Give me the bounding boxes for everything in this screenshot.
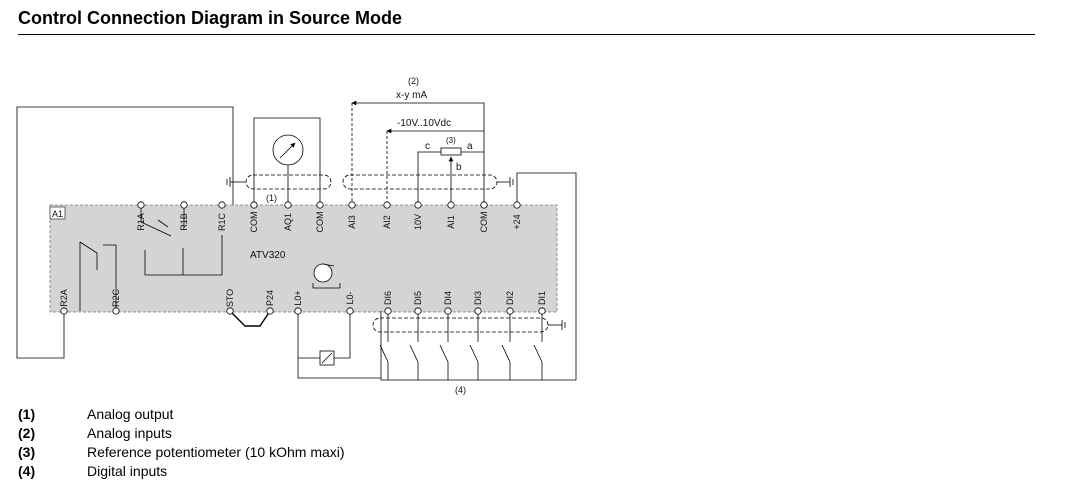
analog-input-wiring bbox=[351, 100, 485, 205]
terminal-label-r1c: R1C bbox=[217, 213, 227, 232]
switch-contact bbox=[501, 344, 511, 363]
relay-r2-contacts bbox=[79, 241, 117, 311]
page-title: Control Connection Diagram in Source Mod… bbox=[18, 8, 403, 28]
potentiometer bbox=[417, 147, 484, 205]
outer-wiring-loop bbox=[16, 106, 234, 359]
terminal-label-l0: L0+ bbox=[293, 290, 303, 305]
pot-pin-a: a bbox=[467, 141, 473, 152]
logic-output-coil bbox=[297, 263, 381, 379]
terminal-label-di2: DI2 bbox=[505, 291, 515, 305]
current-range-label: x-y mA bbox=[396, 90, 427, 101]
switch-contact bbox=[409, 344, 419, 363]
terminal-label-di4: DI4 bbox=[443, 291, 453, 305]
callout-potentiometer: (3) bbox=[446, 136, 456, 145]
footnote-text: Analog output bbox=[87, 406, 174, 422]
terminal-label-r2a: R2A bbox=[59, 289, 69, 307]
terminal-screw-l0 bbox=[294, 307, 302, 315]
terminal-label-24: +24 bbox=[512, 214, 522, 229]
terminal-screw-r2a bbox=[60, 307, 68, 315]
title-divider bbox=[18, 34, 1035, 35]
control-connection-diagram: A1 ATV320 (1) (2) x-y mA bbox=[16, 76, 577, 395]
pot-pin-c: c bbox=[425, 141, 430, 152]
terminal-screw-24 bbox=[513, 201, 521, 209]
terminal-label-r1a: R1A bbox=[136, 213, 146, 231]
terminal-label-10v: 10V bbox=[413, 214, 423, 230]
footnotes: (1) Analog output (2) Analog inputs (3) … bbox=[18, 405, 345, 481]
terminal-screw-di1 bbox=[538, 307, 546, 315]
sto-p24-jumper bbox=[229, 310, 271, 327]
terminal-screw-ai1 bbox=[447, 201, 455, 209]
terminal-label-ai2: AI2 bbox=[382, 215, 392, 229]
terminal-label-di3: DI3 bbox=[473, 291, 483, 305]
terminal-label-p24: P24 bbox=[265, 290, 275, 306]
callout-analog-output: (1) bbox=[266, 193, 277, 203]
terminal-label-ai3: AI3 bbox=[347, 215, 357, 229]
callout-digital-inputs: (4) bbox=[455, 385, 466, 395]
voltage-range-label: -10V..10Vdc bbox=[397, 118, 451, 129]
switch-contact bbox=[379, 344, 389, 363]
terminal-row-top: R1A R1B R1C COM AQ1 COM AI3 AI2 10V AI1 COM +24 bbox=[136, 201, 522, 233]
terminal-label-r1b: R1B bbox=[179, 213, 189, 231]
footnote-text: Analog inputs bbox=[87, 425, 172, 441]
switch-contact bbox=[439, 344, 449, 363]
terminal-screw-p24 bbox=[266, 307, 274, 315]
terminal-screw-com bbox=[316, 201, 324, 209]
drive-tag: A1 bbox=[52, 209, 63, 219]
terminal-screw-l0 bbox=[346, 307, 354, 315]
terminal-row-bottom: R2A R2C STO P24 L0+ L0- DI6 DI5 DI4 DI3 DI2 DI1 bbox=[59, 289, 547, 315]
footnote-4: (4) Digital inputs bbox=[18, 462, 345, 481]
terminal-screw-com bbox=[250, 201, 258, 209]
terminal-label-di1: DI1 bbox=[537, 291, 547, 305]
footnote-2: (2) Analog inputs bbox=[18, 424, 345, 443]
footnote-marker: (3) bbox=[18, 444, 36, 460]
terminal-label-aq1: AQ1 bbox=[283, 213, 293, 231]
pot-pin-b: b bbox=[456, 162, 462, 173]
terminal-screw-com bbox=[480, 201, 488, 209]
terminal-screw-ai2 bbox=[383, 201, 391, 209]
terminal-label-r2c: R2C bbox=[111, 289, 121, 308]
terminal-screw-aq1 bbox=[284, 201, 292, 209]
terminal-screw-r1c bbox=[218, 201, 226, 209]
terminal-screw-r2c bbox=[112, 307, 120, 315]
terminal-screw-di5 bbox=[414, 307, 422, 315]
footnote-text: Reference potentiometer (10 kOhm maxi) bbox=[87, 444, 345, 460]
terminal-label-com: COM bbox=[249, 212, 259, 233]
footnote-marker: (2) bbox=[18, 425, 36, 441]
drive-body bbox=[49, 204, 558, 313]
terminal-label-sto: STO bbox=[225, 289, 235, 307]
drive-model-label: ATV320 bbox=[250, 250, 286, 261]
footnote-text: Digital inputs bbox=[87, 463, 168, 479]
terminal-label-di6: DI6 bbox=[383, 291, 393, 305]
terminal-screw-r1b bbox=[180, 201, 188, 209]
drive-tag-box bbox=[49, 206, 66, 220]
switch-contact bbox=[533, 344, 543, 363]
digital-input-switches bbox=[379, 311, 543, 380]
footnote-marker: (1) bbox=[18, 406, 36, 422]
terminal-screw-di6 bbox=[384, 307, 392, 315]
footnote-marker: (4) bbox=[18, 463, 36, 479]
terminal-screw-10v bbox=[414, 201, 422, 209]
supply-24v-loop bbox=[380, 172, 577, 381]
terminal-screw-di4 bbox=[444, 307, 452, 315]
footnote-1: (1) Analog output bbox=[18, 405, 345, 424]
terminal-label-ai1: AI1 bbox=[446, 215, 456, 229]
switch-contact bbox=[469, 344, 479, 363]
terminal-label-com: COM bbox=[479, 212, 489, 233]
analog-output-meter bbox=[253, 117, 321, 205]
callout-analog-inputs: (2) bbox=[408, 76, 419, 86]
ground-symbols bbox=[226, 177, 566, 330]
terminal-screw-di3 bbox=[474, 307, 482, 315]
terminal-screw-ai3 bbox=[348, 201, 356, 209]
terminal-label-di5: DI5 bbox=[413, 291, 423, 305]
terminal-screw-sto bbox=[226, 307, 234, 315]
terminal-screw-r1a bbox=[137, 201, 145, 209]
terminal-screw-di2 bbox=[506, 307, 514, 315]
terminal-label-l0: L0- bbox=[345, 291, 355, 304]
relay-r1-contacts bbox=[140, 205, 223, 276]
terminal-label-com: COM bbox=[315, 212, 325, 233]
footnote-3: (3) Reference potentiometer (10 kOhm max… bbox=[18, 443, 345, 462]
